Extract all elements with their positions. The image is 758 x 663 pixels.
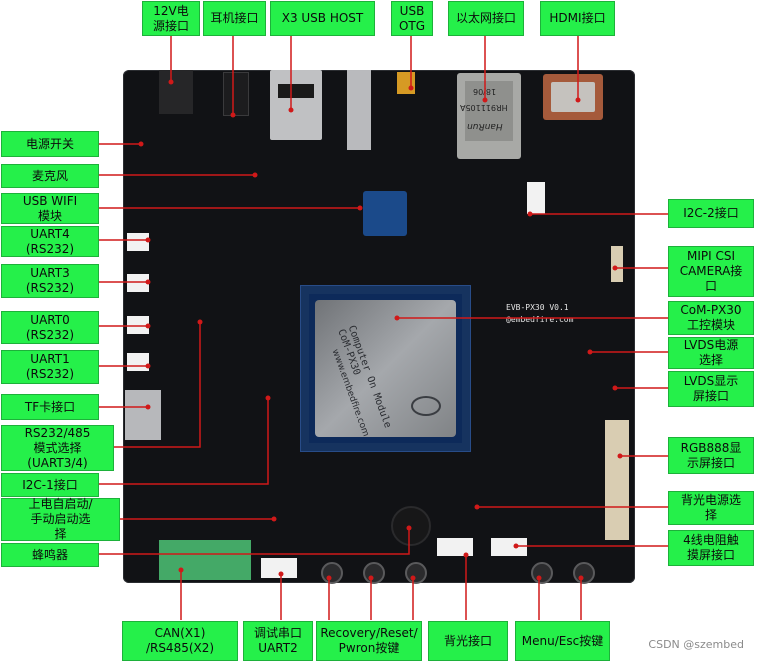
wifi-module (363, 191, 407, 236)
label-uart4: UART4 (RS232) (1, 226, 99, 257)
label-menu-esc: Menu/Esc按键 (515, 621, 610, 661)
label-power-on-mode: 上电自启动/ 手动启动选 择 (1, 497, 120, 541)
label-power-12v: 12V电 源接口 (142, 1, 200, 36)
evb-px30-board: Computer On Module CoM-PX30 www.embedfir… (123, 70, 635, 584)
label-usb-otg: USB OTG (391, 1, 433, 36)
label-earphone: 耳机接口 (203, 1, 266, 36)
embedfire-logo-icon (411, 396, 441, 416)
power-jack (159, 70, 193, 114)
uart3-header (127, 274, 149, 292)
label-uart3: UART3 (RS232) (1, 264, 99, 298)
buzzer-part (391, 506, 431, 546)
label-i2c1: I2C-1接口 (1, 473, 99, 497)
label-recovery-reset: Recovery/Reset/ Pwron按键 (316, 621, 422, 661)
label-lvds-power: LVDS电源 选择 (668, 337, 754, 369)
mipi-connector (611, 246, 623, 282)
label-lvds-display: LVDS显示 屏接口 (668, 371, 754, 407)
label-can: CAN(X1) /RS485(X2) (122, 621, 238, 661)
debug-header (261, 558, 297, 578)
hdmi-port (543, 74, 603, 120)
com-module: Computer On Module CoM-PX30 www.embedfir… (300, 285, 471, 452)
label-usb-wifi: USB WIFI 模块 (1, 193, 99, 224)
headphone-jack (223, 72, 249, 116)
label-power-switch: 电源开关 (1, 131, 99, 157)
uart0-header (127, 316, 149, 334)
label-mipi-csi: MIPI CSI CAMERA接 口 (668, 246, 754, 297)
touch-header (491, 538, 527, 556)
label-buzzer: 蜂鸣器 (1, 543, 99, 567)
label-backlight-power: 背光电源选 择 (668, 491, 754, 525)
label-uart0: UART0 (RS232) (1, 311, 99, 344)
label-rgb888: RGB888显 示屏接口 (668, 437, 754, 474)
board-model: EVB-PX30 V0.1 (506, 303, 569, 312)
label-rs232-485-mode: RS232/485 模式选择 (UART3/4) (1, 425, 114, 471)
button-esc (573, 562, 595, 584)
label-tf-card: TF卡接口 (1, 394, 99, 420)
i2c2-header (527, 182, 545, 214)
label-backlight: 背光接口 (428, 621, 508, 661)
button-menu (531, 562, 553, 584)
label-x3-usb-host: X3 USB HOST (270, 1, 375, 36)
button-reset (363, 562, 385, 584)
label-touch-4wire: 4线电阻触 摸屏接口 (668, 530, 754, 566)
backlight-header (437, 538, 473, 556)
usb-second-port (347, 70, 371, 150)
label-hdmi: HDMI接口 (540, 1, 615, 36)
label-uart1: UART1 (RS232) (1, 350, 99, 384)
label-com-px30: CoM-PX30 工控模块 (668, 301, 754, 335)
board-site: @embedfire.com (506, 315, 574, 324)
label-debug-uart2: 调试串口 UART2 (243, 621, 313, 661)
label-i2c2: I2C-2接口 (668, 199, 754, 228)
csdn-watermark: CSDN @szembed (648, 638, 744, 651)
label-ethernet: 以太网接口 (448, 1, 524, 36)
can-terminal (159, 540, 251, 580)
usb-host-port (270, 70, 322, 140)
button-recovery (321, 562, 343, 584)
tf-card-slot (125, 390, 161, 440)
uart4-header (127, 233, 149, 251)
label-microphone: 麦克风 (1, 164, 99, 188)
rgb888-connector (605, 420, 629, 540)
ethernet-jack: 18/06 HR911105A HanRun (457, 73, 521, 159)
button-pwron (405, 562, 427, 584)
